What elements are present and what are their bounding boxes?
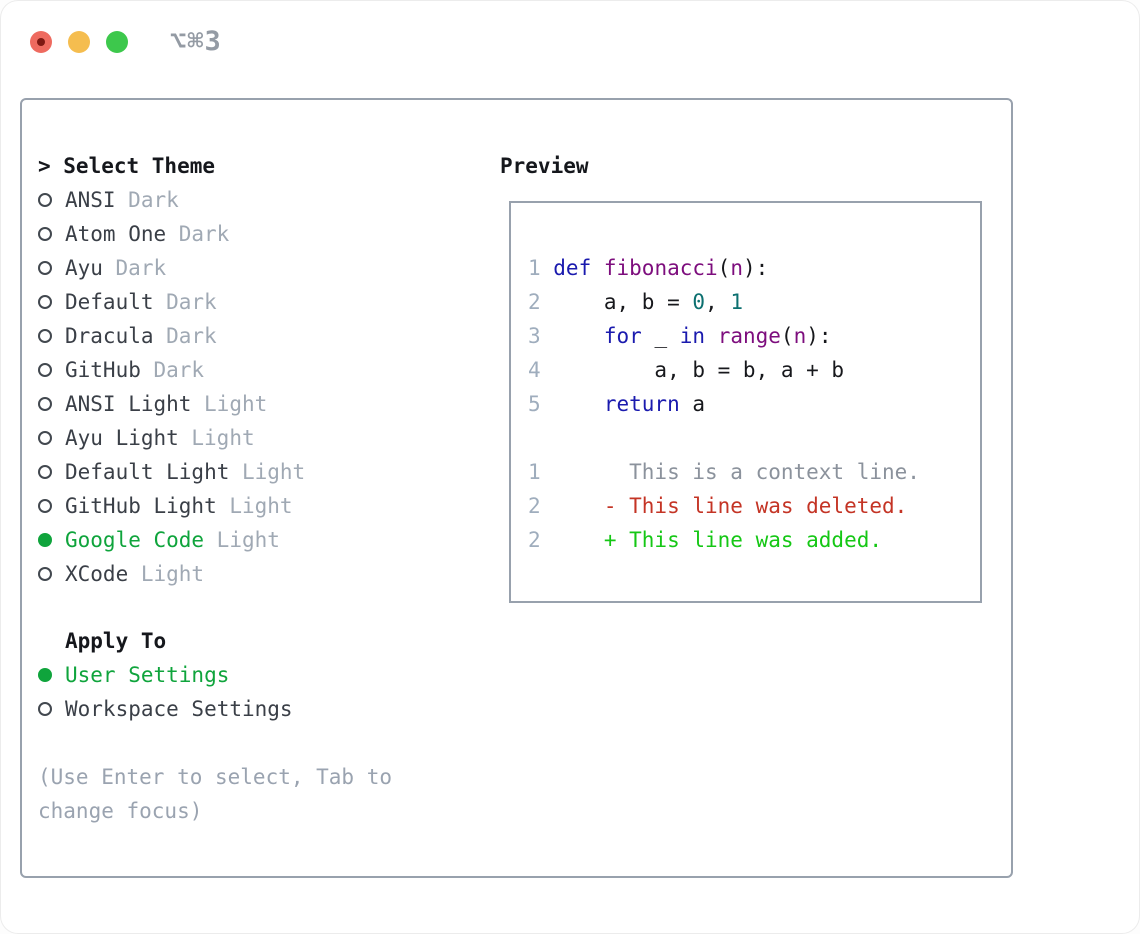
theme-item-ayu[interactable]: Ayu Dark — [38, 251, 478, 285]
theme-item-default[interactable]: Default Dark — [38, 285, 478, 319]
theme-variant-label: Dark — [178, 222, 230, 246]
theme-item-default-light[interactable]: Default Light Light — [38, 455, 478, 489]
option-label: Default Light — [65, 460, 230, 484]
option-label: Ayu Light — [65, 426, 179, 450]
code-line: 1 This is a context line. — [528, 455, 980, 489]
zoom-button[interactable] — [106, 30, 128, 53]
theme-item-google-code[interactable]: Google Code Light — [38, 523, 478, 557]
theme-variant-label: Light — [229, 494, 293, 518]
line-number: 2 — [528, 290, 541, 314]
theme-variant-label: Light — [191, 426, 255, 450]
line-number: 2 — [528, 494, 541, 518]
select-theme-heading: > Select Theme — [38, 154, 216, 178]
radio-unselected-icon[interactable] — [38, 397, 52, 411]
theme-item-atom-one[interactable]: Atom One Dark — [38, 217, 478, 251]
apply-to-heading: Apply To — [65, 629, 167, 653]
theme-item-ansi-light[interactable]: ANSI Light Light — [38, 387, 478, 421]
close-button[interactable] — [30, 30, 52, 53]
line-number: 1 — [528, 256, 541, 280]
code-text: for _ in range(n): — [603, 324, 832, 348]
line-number: 3 — [528, 324, 541, 348]
radio-unselected-icon[interactable] — [38, 363, 52, 377]
code-text: def fibonacci(n): — [553, 256, 769, 280]
theme-variant-label: Dark — [166, 324, 217, 348]
minimize-button[interactable] — [68, 30, 90, 53]
code-line: 2 a, b = 0, 1 — [528, 285, 980, 319]
option-label: ANSI Light — [65, 392, 192, 416]
theme-item-github[interactable]: GitHub Dark — [38, 353, 478, 387]
code-line — [528, 421, 980, 455]
theme-variant-label: Dark — [166, 290, 217, 314]
code-text: - This line was deleted. — [553, 494, 908, 518]
line-number: 4 — [528, 358, 541, 382]
line-number: 5 — [528, 392, 541, 416]
code-text: + This line was added. — [553, 528, 883, 552]
preview-heading: Preview — [500, 154, 589, 178]
radio-unselected-icon[interactable] — [38, 702, 52, 716]
option-label: Dracula — [65, 324, 154, 348]
code-text: This is a context line. — [553, 460, 920, 484]
theme-item-xcode[interactable]: XCode Light — [38, 557, 478, 591]
radio-unselected-icon[interactable] — [38, 329, 52, 343]
help-text: (Use Enter to select, Tab to change focu… — [38, 765, 393, 823]
radio-selected-icon[interactable] — [38, 668, 52, 682]
radio-selected-icon[interactable] — [38, 533, 52, 547]
theme-variant-label: Dark — [115, 256, 167, 280]
theme-item-ayu-light[interactable]: Ayu Light Light — [38, 421, 478, 455]
spacer — [38, 726, 478, 760]
radio-unselected-icon[interactable] — [38, 499, 52, 513]
spacer — [38, 591, 478, 624]
theme-item-dracula[interactable]: Dracula Dark — [38, 319, 478, 353]
code-text: a, b = b, a + b — [553, 358, 845, 382]
code-line: 2 - This line was deleted. — [528, 489, 980, 523]
window-title: ⌥⌘3 — [170, 26, 222, 57]
code-line: 1 def fibonacci(n): — [528, 251, 980, 285]
apply-to-workspace-settings[interactable]: Workspace Settings — [38, 692, 478, 726]
line-number: 1 — [528, 460, 541, 484]
option-label: ANSI — [65, 188, 116, 212]
option-label: Ayu — [65, 256, 103, 280]
radio-unselected-icon[interactable] — [38, 193, 52, 207]
radio-unselected-icon[interactable] — [38, 295, 52, 309]
theme-variant-label: Light — [204, 392, 268, 416]
theme-variant-label: Light — [140, 562, 205, 586]
option-label: Atom One — [65, 222, 167, 246]
theme-variant-label: Dark — [128, 188, 179, 212]
option-label: GitHub — [65, 358, 141, 382]
titlebar: ⌥⌘3 — [30, 26, 222, 57]
code-line: 3 for _ in range(n): — [528, 319, 980, 353]
radio-unselected-icon[interactable] — [38, 261, 52, 275]
line-number: 2 — [528, 528, 541, 552]
theme-item-ansi[interactable]: ANSI Dark — [38, 183, 478, 217]
radio-unselected-icon[interactable] — [38, 567, 52, 581]
option-label: Workspace Settings — [65, 697, 293, 721]
option-label: Google Code — [65, 528, 205, 552]
code-line: 4 a, b = b, a + b — [528, 353, 980, 387]
code-line: 2 + This line was added. — [528, 523, 980, 557]
option-label: User Settings — [65, 663, 230, 687]
code-line: 5 return a — [528, 387, 980, 421]
radio-unselected-icon[interactable] — [38, 227, 52, 241]
theme-variant-label: Light — [216, 528, 280, 552]
apply-to-user-settings[interactable]: User Settings — [38, 658, 478, 692]
radio-unselected-icon[interactable] — [38, 465, 52, 479]
theme-variant-label: Dark — [153, 358, 205, 382]
code-text: a, b = 0, 1 — [553, 290, 743, 314]
option-label: Default — [65, 290, 154, 314]
close-button-dot-icon — [37, 37, 45, 46]
radio-unselected-icon[interactable] — [38, 431, 52, 445]
option-label: GitHub Light — [65, 494, 217, 518]
theme-item-github-light[interactable]: GitHub Light Light — [38, 489, 478, 523]
option-label: XCode — [65, 562, 129, 586]
code-text: return a — [603, 392, 706, 416]
theme-variant-label: Light — [241, 460, 306, 484]
